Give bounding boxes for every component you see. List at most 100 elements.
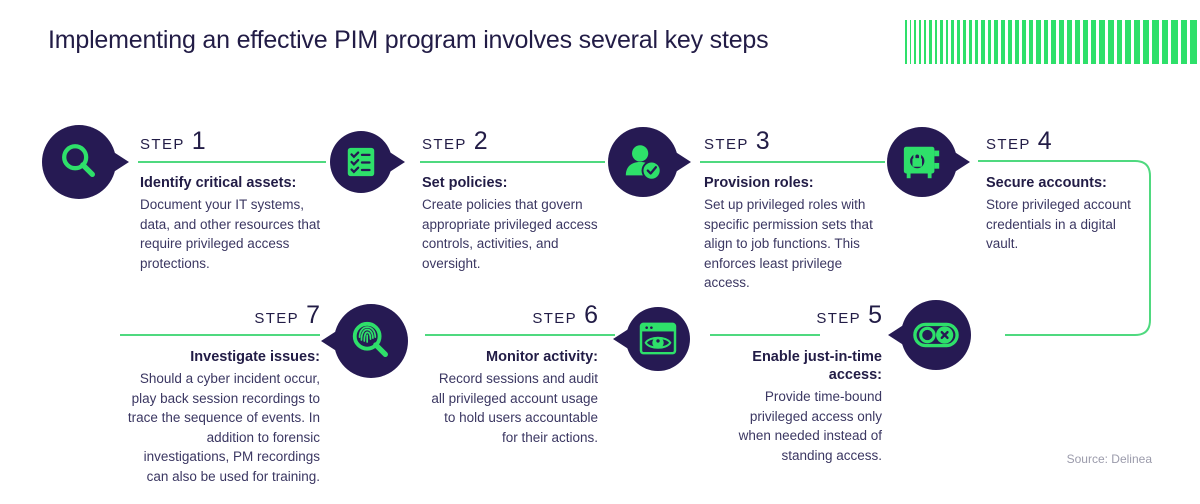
bar-decoration	[833, 20, 1200, 64]
checklist-icon	[344, 145, 378, 179]
decoration-bar	[905, 20, 907, 64]
step-4-block: STEP 4 Secure accounts: Store privileged…	[986, 129, 1136, 254]
source-credit: Source: Delinea	[1066, 452, 1152, 466]
decoration-bar	[1134, 20, 1141, 64]
step-5-block: STEP 5 Enable just-in-time access: Provi…	[714, 303, 882, 466]
step-1-label: STEP 1	[140, 129, 325, 154]
connector-5-6	[710, 334, 820, 336]
step-3-body: Set up privileged roles with specific pe…	[704, 197, 873, 291]
decoration-bar	[1058, 20, 1064, 64]
decoration-bar	[1066, 20, 1072, 64]
decoration-bar	[1161, 20, 1169, 64]
decoration-bar	[909, 20, 912, 64]
decoration-bar	[1171, 20, 1178, 64]
decoration-bar	[1082, 20, 1089, 64]
step-6-rule	[430, 335, 598, 337]
decoration-bar	[940, 20, 943, 64]
step-6-label: STEP 6	[430, 303, 598, 328]
decoration-bar	[1051, 20, 1056, 64]
bubble-tail	[953, 151, 970, 173]
step-5-rule	[714, 335, 882, 337]
step-5-label: STEP 5	[714, 303, 882, 328]
step-7-label: STEP 7	[124, 303, 320, 328]
step-number: 2	[473, 127, 488, 155]
bubble-tail	[321, 330, 338, 352]
toggle-off-icon	[913, 320, 959, 350]
step-1-rule	[140, 161, 325, 163]
decoration-bar	[1043, 20, 1049, 64]
bubble-tail	[674, 151, 691, 173]
step-6-headline: Monitor activity:	[486, 349, 598, 365]
decoration-bar	[1190, 20, 1197, 64]
decoration-bar	[1099, 20, 1105, 64]
step-2-headline: Set policies:	[422, 175, 508, 191]
step-6-icon-bubble	[613, 307, 690, 371]
step-7-block: STEP 7 Investigate issues: Should a cybe…	[124, 303, 320, 487]
decoration-bar	[1143, 20, 1150, 64]
step-word: STEP	[422, 136, 467, 153]
connector-6-7	[425, 334, 615, 336]
decoration-bar	[934, 20, 937, 64]
decoration-bar	[1000, 20, 1005, 64]
connector-4-5	[978, 160, 1151, 336]
decoration-bar	[1107, 20, 1114, 64]
step-word: STEP	[140, 136, 185, 153]
step-2-block: STEP 2 Set policies: Create policies tha…	[422, 129, 600, 273]
step-7-headline: Investigate issues:	[190, 349, 320, 365]
connector-7-end	[120, 334, 320, 336]
decoration-bar	[1028, 20, 1034, 64]
decoration-bar	[929, 20, 932, 64]
step-3-icon-bubble	[608, 127, 691, 197]
decoration-bar	[1074, 20, 1080, 64]
decoration-bar	[987, 20, 992, 64]
decoration-bar	[974, 20, 979, 64]
step-word: STEP	[704, 136, 749, 153]
step-4-headline: Secure accounts:	[986, 175, 1107, 191]
step-word: STEP	[254, 310, 300, 327]
step-3-block: STEP 3 Provision roles: Set up privilege…	[704, 129, 882, 293]
step-2-rule	[422, 161, 600, 163]
decoration-bar	[962, 20, 966, 64]
decoration-bar	[981, 20, 985, 64]
decoration-bar	[1116, 20, 1123, 64]
step-5-icon-bubble	[888, 300, 971, 370]
decoration-bar	[1180, 20, 1188, 64]
decoration-bar	[1091, 20, 1097, 64]
step-4-icon-bubble	[887, 127, 970, 197]
step-number: 6	[584, 301, 598, 329]
step-2-label: STEP 2	[422, 129, 600, 154]
step-1-icon-bubble	[42, 125, 129, 199]
step-7-icon-bubble	[321, 304, 408, 378]
step-7-rule	[124, 335, 320, 337]
decoration-bar	[919, 20, 922, 64]
step-7-body: Should a cyber incident occur, play back…	[127, 371, 320, 484]
step-4-rule	[986, 161, 1136, 163]
page-title: Implementing an effective PIM program in…	[48, 26, 769, 54]
step-number: 3	[755, 127, 770, 155]
step-1-body: Document your IT systems, data, and othe…	[140, 197, 321, 271]
step-6-block: STEP 6 Monitor activity: Record sessions…	[430, 303, 598, 447]
step-2-icon-bubble	[330, 131, 405, 193]
decoration-bar	[1152, 20, 1159, 64]
step-4-body: Store privileged account credentials in …	[986, 197, 1131, 252]
decoration-bar	[1007, 20, 1012, 64]
bubble-tail	[888, 324, 905, 346]
decoration-bar	[994, 20, 998, 64]
vault-lock-icon	[901, 142, 943, 182]
browser-eye-icon	[639, 322, 677, 356]
step-1-block: STEP 1 Identify critical assets: Documen…	[140, 129, 325, 273]
user-verified-icon	[622, 141, 664, 183]
step-3-rule	[704, 161, 882, 163]
step-word: STEP	[986, 136, 1031, 153]
step-2-body: Create policies that govern appropriate …	[422, 197, 598, 271]
step-6-body: Record sessions and audit all privileged…	[431, 371, 598, 445]
decoration-bar	[945, 20, 949, 64]
bubble-tail	[388, 151, 405, 173]
step-number: 7	[306, 301, 320, 329]
magnifier-icon	[58, 141, 100, 183]
decoration-bar	[1021, 20, 1026, 64]
step-3-headline: Provision roles:	[704, 175, 814, 191]
decoration-bar	[951, 20, 954, 64]
step-number: 1	[191, 127, 206, 155]
